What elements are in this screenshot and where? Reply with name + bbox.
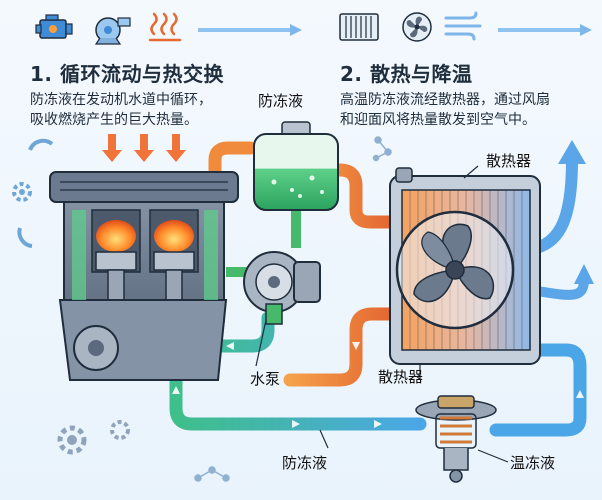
arrow-top-left (198, 24, 302, 36)
gear-icon (12, 182, 32, 202)
engine-block (49, 171, 239, 381)
wind-icon (444, 11, 482, 41)
thermostat (415, 395, 497, 483)
section2-desc-line1: 高温防冻液流经散热器，通过风扇 (340, 92, 550, 108)
label-radiator-lower: 散热器 (378, 368, 424, 386)
fan-icon (402, 12, 432, 42)
section2-desc-line2: 和迎面风将热量散发到空气中。 (340, 112, 536, 128)
heat-waves-icon (148, 12, 182, 42)
section1-title: 1. 循环流动与热交换 (30, 62, 224, 86)
combustion-flame-icon (154, 220, 194, 252)
label-coolant-bottom: 防冻液 (282, 454, 328, 472)
water-pump (243, 251, 321, 325)
label-water-pump: 水泵 (250, 370, 281, 388)
radiator-icon (339, 13, 379, 41)
molecule-icon (372, 136, 392, 162)
engine-icon (35, 14, 73, 39)
airflow-arrow-head (574, 264, 594, 284)
label-coolant-reservoir: 防冻液 (258, 92, 304, 110)
gear-icon (57, 425, 87, 455)
label-radiator: 散热器 (486, 152, 532, 170)
radiator-fan (395, 210, 515, 330)
combustion-flame-icon (96, 220, 136, 252)
water-pump-icon (94, 17, 131, 45)
hot-pipe-to-radiator (293, 163, 405, 229)
heat-arrows (102, 134, 186, 162)
section1-desc-line2: 吸收燃烧产生的巨大热量。 (30, 112, 198, 128)
section1-desc-line1: 防冻液在发动机水道中循环， (30, 92, 212, 108)
cycle-arrow-icon (28, 138, 54, 151)
molecule-icon (194, 466, 230, 482)
airflow-arrow-head (558, 140, 586, 164)
label-pointers (255, 165, 509, 463)
label-thermostat: 温冻液 (510, 454, 556, 472)
arrow-top-right (498, 24, 592, 36)
flow-arrows (172, 342, 584, 428)
coolant-reservoir (253, 121, 339, 211)
section2-title: 2. 散热与降温 (340, 62, 473, 86)
gear-icon (110, 420, 130, 440)
hot-pipe-top (208, 141, 257, 177)
cycle-arrow-icon (17, 227, 33, 248)
